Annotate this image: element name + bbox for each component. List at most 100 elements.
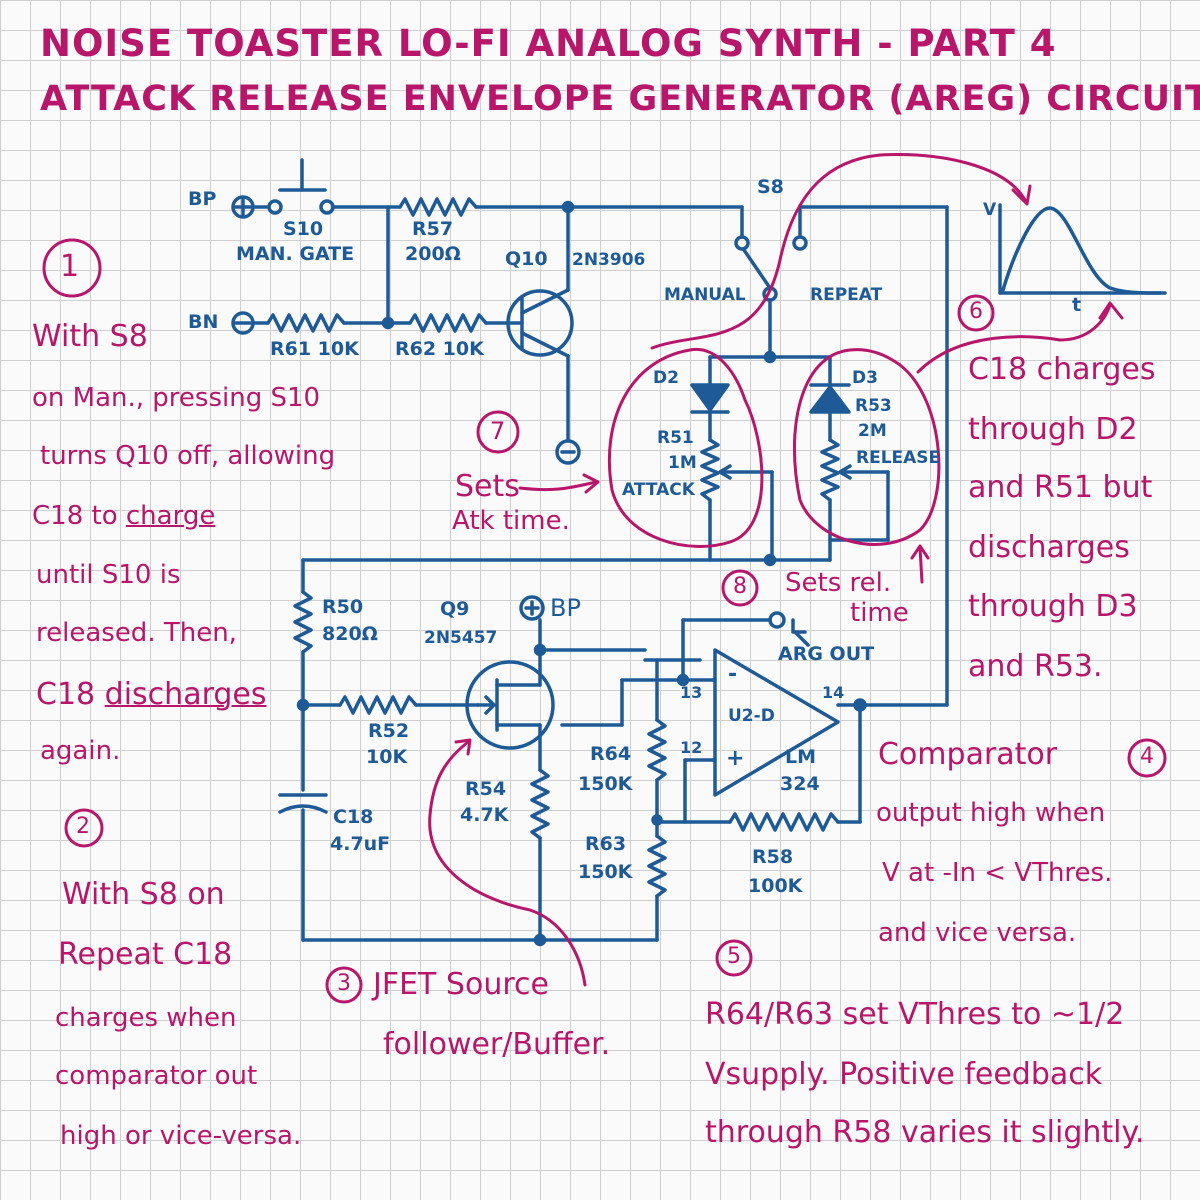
label-s8: S8: [757, 176, 784, 198]
s8-contact-repeat: [792, 235, 808, 251]
note-1-line-6: until S10 is: [36, 560, 181, 590]
d3-diode: [809, 385, 851, 414]
label-bn: BN: [188, 311, 219, 333]
label-arg-out: ARG OUT: [778, 643, 875, 665]
label-r53-val: 2M: [858, 421, 887, 441]
note-3-line-2: follower/Buffer.: [383, 1027, 611, 1062]
note-4-line-1: Comparator: [878, 737, 1058, 772]
s8-lever: [742, 248, 772, 290]
note-1-line-2: on Man., pressing S10: [32, 383, 321, 413]
minus-terminal: [555, 439, 581, 465]
note-6-line-1: C18 charges: [968, 352, 1156, 387]
note-8-number: 8: [733, 574, 747, 599]
note-8-circle: [721, 569, 759, 607]
label-lm: LM: [785, 746, 817, 768]
note-2-line-5: high or vice-versa.: [60, 1121, 302, 1151]
label-r53: R53: [855, 396, 892, 416]
note-7-line-1: Sets: [455, 469, 520, 504]
arg-out-terminal: [768, 611, 786, 629]
note-2-line-2: Repeat C18: [58, 937, 233, 972]
attack-ellipse: [607, 347, 764, 548]
label-pin12: 12: [680, 738, 703, 757]
q10-transistor: [506, 289, 574, 357]
release-ellipse: [792, 348, 941, 546]
label-bp-top: BP: [188, 188, 217, 210]
label-minus: -: [728, 662, 738, 687]
note-1-line-4: C18 to: [32, 501, 126, 531]
label-r57-val: 200Ω: [405, 243, 461, 265]
note-7-circle: [476, 410, 520, 454]
label-r64: R64: [590, 743, 632, 765]
note-6-line-5: through D3: [968, 589, 1138, 624]
note-6-circle: [957, 294, 995, 332]
label-repeat: REPEAT: [810, 285, 883, 305]
label-r64-val: 150K: [578, 773, 633, 795]
label-plus: +: [726, 746, 745, 771]
label-r54-val: 4.7K: [460, 804, 509, 826]
r63-resistor: [647, 834, 667, 898]
s8-contact-manual: [734, 235, 750, 251]
label-r52-val: 10K: [366, 746, 408, 768]
label-q10-part: 2N3906: [572, 250, 646, 270]
note-1-discharges: discharges: [104, 677, 267, 712]
r57-resistor: [398, 197, 478, 217]
attack-curve-link: [650, 153, 1027, 350]
label-graph-t: t: [1072, 294, 1082, 316]
label-r51: R51: [657, 428, 694, 448]
note-4-line-3: V at -In < VThres.: [882, 858, 1113, 888]
s10-contact-left: [267, 199, 283, 215]
note-6-line-4: discharges: [968, 530, 1130, 565]
note-1-number: 1: [60, 249, 80, 284]
label-lm-part: 324: [780, 773, 820, 795]
note-4-line-4: and vice versa.: [878, 918, 1077, 948]
u2d-opamp: [713, 648, 840, 797]
label-r52: R52: [368, 720, 410, 742]
label-r51-val: 1M: [668, 453, 697, 473]
note-1-line-1: With S8: [32, 319, 148, 354]
label-r57: R57: [412, 218, 454, 240]
label-r58: R58: [752, 846, 794, 868]
label-s10-desc: MAN. GATE: [236, 243, 355, 265]
d2-diode: [690, 383, 730, 412]
label-c18: C18: [333, 806, 374, 828]
note-4-line-2: output high when: [876, 798, 1106, 828]
label-q9-part: 2N5457: [424, 628, 498, 648]
note-2-number: 2: [76, 814, 90, 839]
note-2-circle: [64, 808, 104, 848]
r50-resistor: [293, 590, 313, 654]
label-manual: MANUAL: [664, 285, 746, 305]
note-6-number: 6: [969, 299, 983, 324]
r54-resistor: [530, 768, 550, 840]
note-7-line-2: Atk time.: [452, 506, 570, 536]
note-5-line-1: R64/R63 set VThres to ~1/2: [705, 997, 1125, 1032]
note-5-number: 5: [727, 944, 741, 969]
label-bp-mid: BP: [550, 594, 581, 622]
label-s10: S10: [283, 218, 324, 240]
note-4-number: 4: [1140, 744, 1154, 769]
note-4-circle: [1127, 738, 1167, 778]
note-1-charge: charge: [125, 501, 216, 531]
label-d3: D3: [852, 368, 878, 388]
label-r62: R62 10K: [395, 338, 484, 360]
r61-resistor: [266, 313, 346, 333]
label-r53-desc: RELEASE: [856, 448, 941, 468]
r51-potentiometer: [700, 438, 720, 502]
r64-resistor: [647, 718, 667, 782]
label-pin14: 14: [822, 683, 845, 702]
note-6-line-2: through D2: [968, 412, 1138, 447]
note-1-line-3: turns Q10 off, allowing: [40, 441, 336, 471]
label-r50: R50: [322, 596, 364, 618]
label-r61: R61 10K: [270, 338, 359, 360]
release-curve-link: [916, 303, 1112, 374]
title-line-1: NOISE TOASTER LO-FI ANALOG SYNTH - PART …: [40, 22, 1057, 65]
label-r63-val: 150K: [578, 861, 633, 883]
label-pin13: 13: [680, 683, 703, 702]
label-c18-val: 4.7uF: [330, 833, 391, 855]
label-r54: R54: [465, 778, 507, 800]
c18-plate-bottom: [278, 804, 328, 814]
note-2-line-1: With S8 on: [62, 877, 225, 912]
note-5-line-3: through R58 varies it slightly.: [705, 1115, 1145, 1150]
note-1-circle: [42, 238, 102, 298]
